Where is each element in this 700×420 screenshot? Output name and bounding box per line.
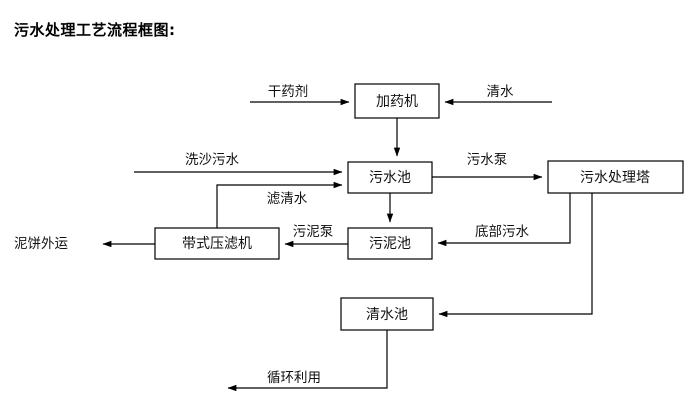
node-clear-water-pool-label: 清水池 xyxy=(366,307,408,323)
node-treatment-tower-box xyxy=(547,160,684,194)
edge-label-dry-chemical: 干药剂 xyxy=(268,84,309,100)
connector-filtered-water-to-sewage-pool xyxy=(216,181,343,228)
node-treatment-tower-label: 污水处理塔 xyxy=(580,170,650,186)
node-sludge-pool-box xyxy=(347,227,433,260)
node-sewage-pool-box xyxy=(347,161,433,194)
node-clear-water-pool-box xyxy=(340,297,434,331)
edge-label-clean-water: 清水 xyxy=(487,84,515,100)
node-sludge-pool[interactable]: 污泥池 xyxy=(347,227,433,260)
node-sewage-pool-label: 污水池 xyxy=(369,170,411,186)
edge-label-bottom-sewage: 底部污水 xyxy=(475,224,529,240)
node-dosing-machine-label: 加药机 xyxy=(376,94,418,110)
node-belt-filter-press[interactable]: 带式压滤机 xyxy=(154,227,280,260)
connector-tower-to-sludge-pool xyxy=(437,193,571,247)
edge-label-sewage-pump: 污水泵 xyxy=(467,152,508,168)
node-clear-water-pool[interactable]: 清水池 xyxy=(340,297,434,331)
node-belt-filter-press-label: 带式压滤机 xyxy=(182,236,252,252)
edge-label-recycle-reuse: 循环利用 xyxy=(267,370,321,386)
edge-label-sludge-pump: 污泥泵 xyxy=(293,224,334,240)
node-sewage-pool[interactable]: 污水池 xyxy=(347,161,433,194)
page-title: 污水处理工艺流程框图: xyxy=(14,21,176,39)
edge-label-mud-cake-out: 泥饼外运 xyxy=(14,236,68,252)
node-belt-filter-press-box xyxy=(154,227,280,260)
node-dosing-machine[interactable]: 加药机 xyxy=(354,83,440,119)
node-treatment-tower[interactable]: 污水处理塔 xyxy=(547,160,684,194)
node-dosing-machine-box xyxy=(354,83,440,119)
edge-label-filtered-water: 滤清水 xyxy=(267,191,308,207)
connector-clear-water-pool-to-recycle xyxy=(227,330,388,392)
node-sludge-pool-label: 污泥池 xyxy=(369,236,411,252)
connector-tower-to-clear-water-pool xyxy=(438,193,593,318)
edge-label-sand-wash-sewage: 洗沙污水 xyxy=(185,152,239,168)
